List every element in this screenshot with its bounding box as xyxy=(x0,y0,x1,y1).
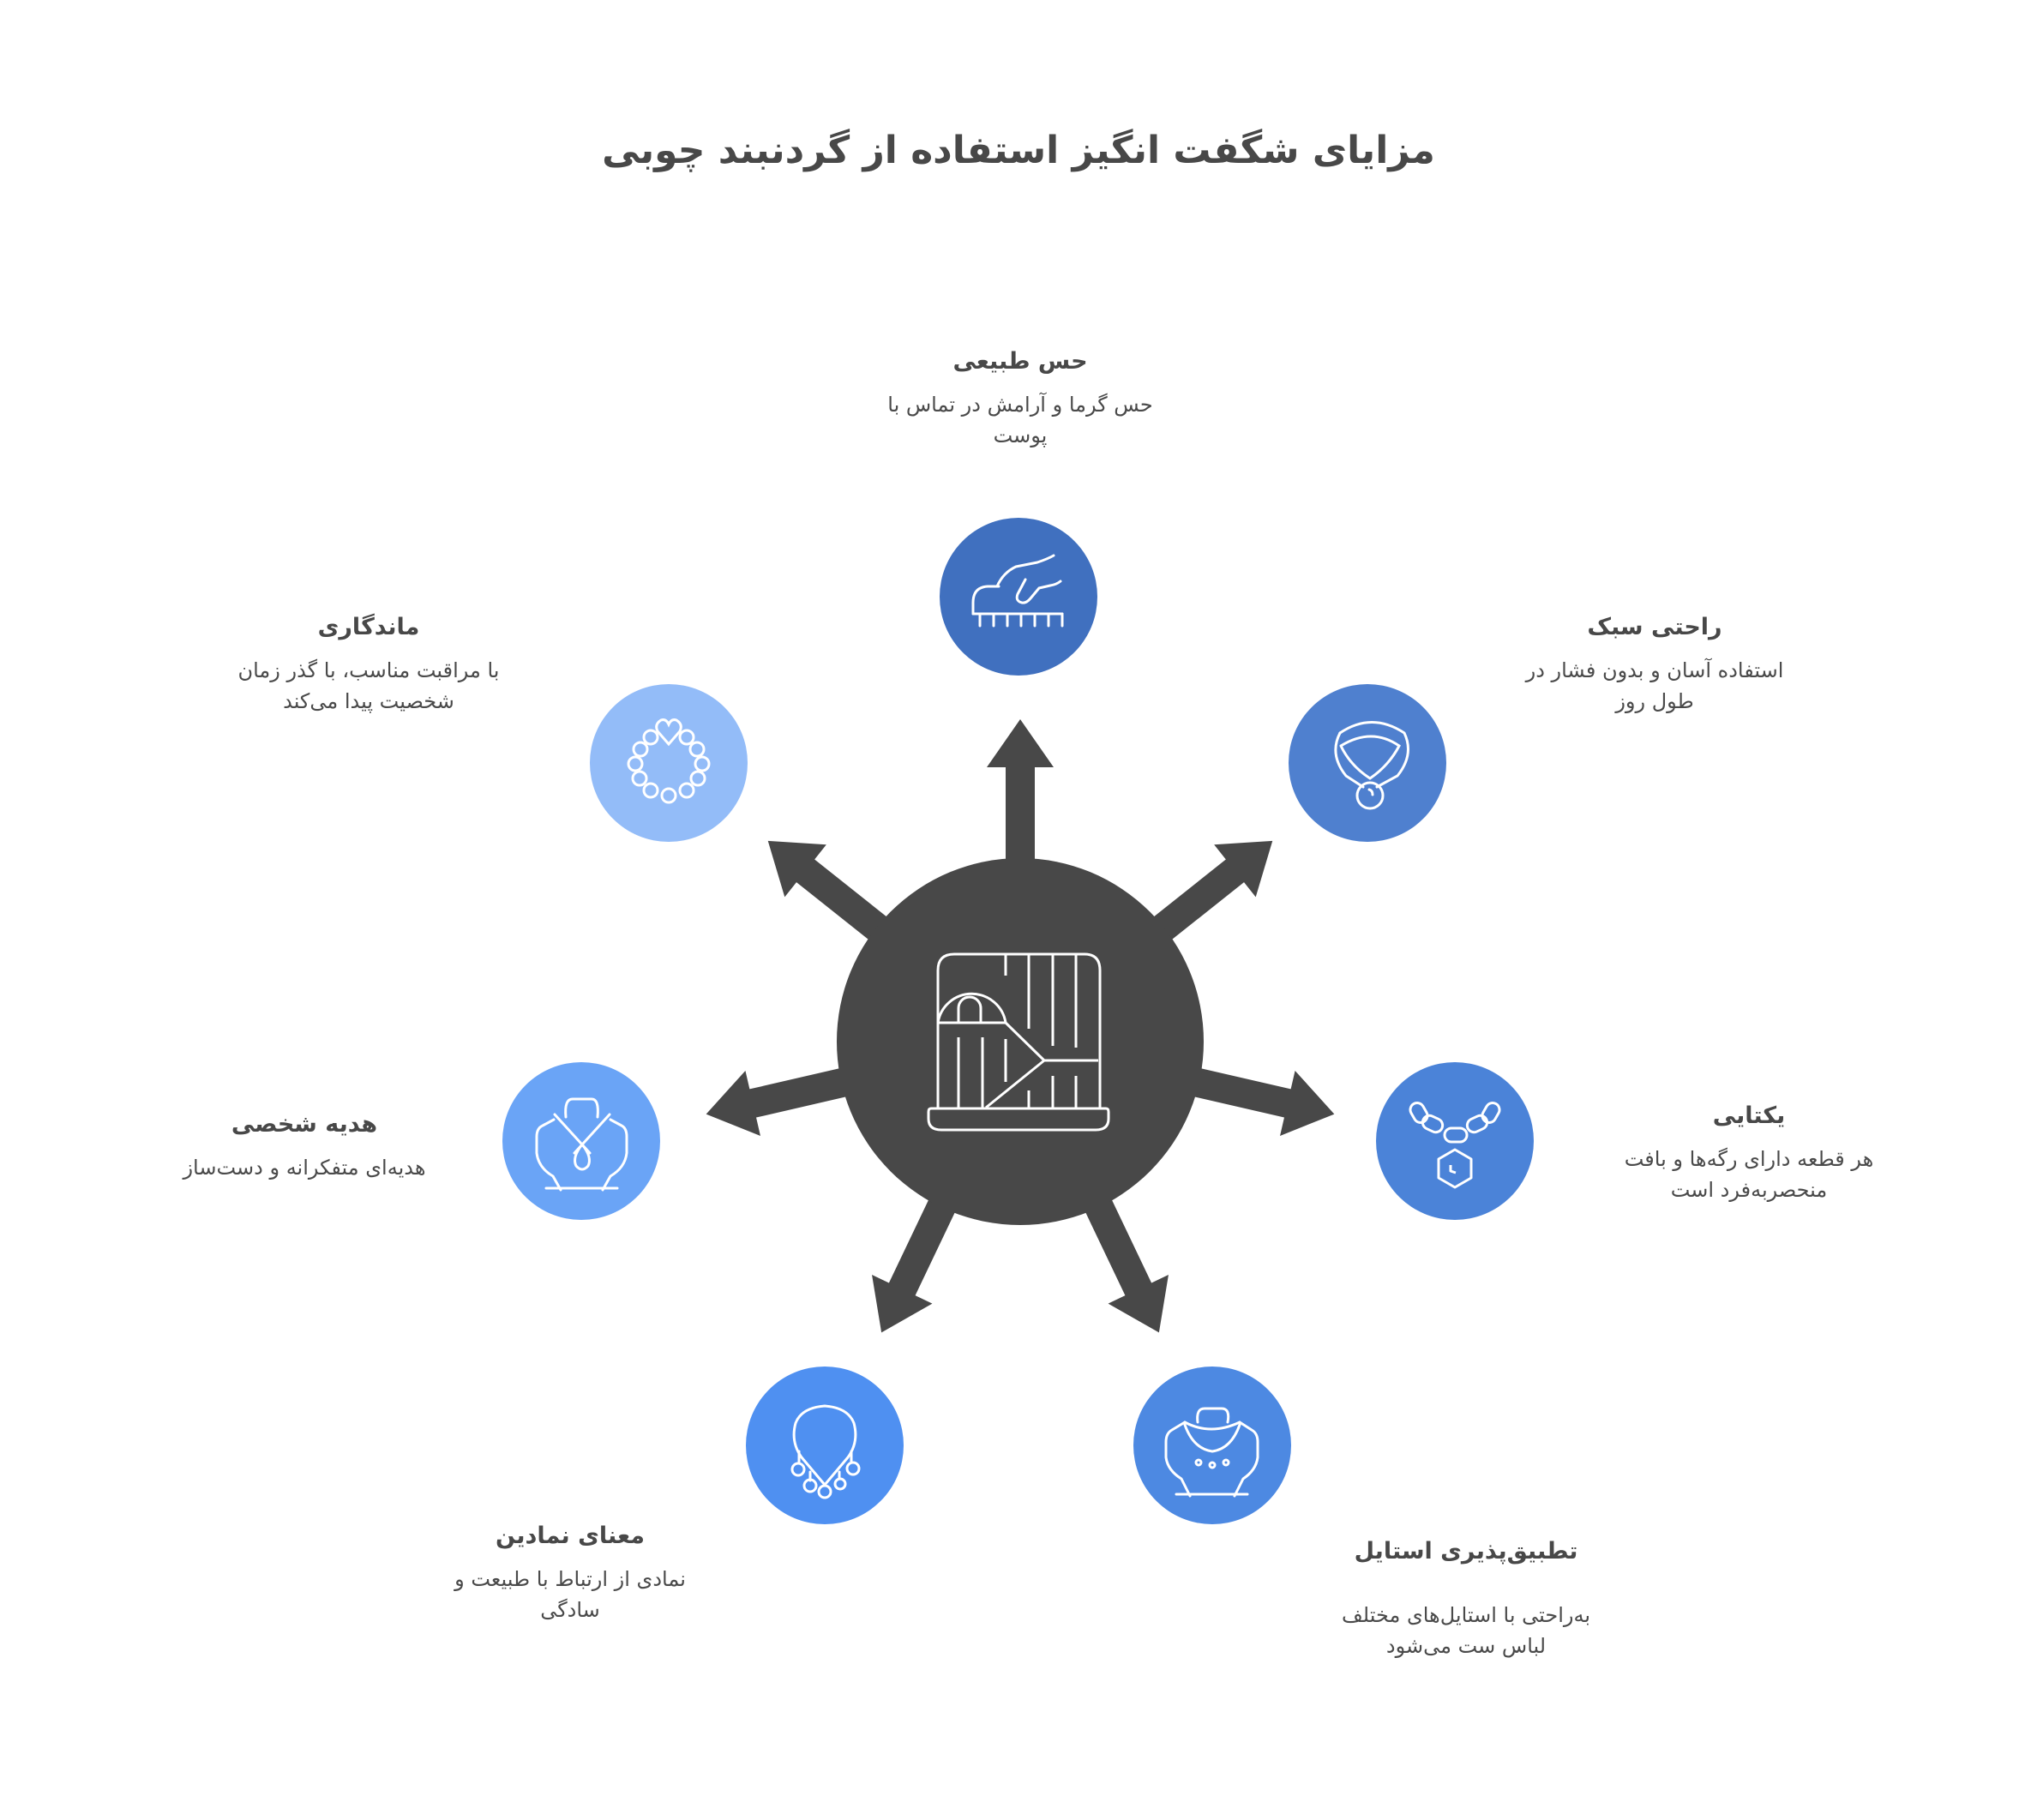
node-personal-gift[interactable] xyxy=(502,1062,660,1220)
label-natural-feel: حس طبیعی حس گرما و آرامش در تماس با پوست xyxy=(874,345,1166,451)
heart-bead-bracelet-icon xyxy=(627,718,711,804)
node-uniqueness[interactable] xyxy=(1376,1062,1534,1220)
label-title: راحتی سبک xyxy=(1587,614,1722,640)
label-description: با مراقبت مناسب، با گذر زمان شخصیت پیدا … xyxy=(237,658,500,713)
chain-hexagon-icon xyxy=(1409,1102,1501,1189)
node-durability[interactable] xyxy=(590,684,748,842)
label-description: نمادی از ارتباط با طبیعت و سادگی xyxy=(454,1567,686,1622)
label-personal-gift: هدیه شخصی هدیه‌ای متفکرانه و دست‌ساز xyxy=(171,1108,437,1183)
label-title: تطبیق‌پذیری استایل xyxy=(1354,1538,1578,1565)
pendant-collar-icon xyxy=(1334,721,1409,810)
label-title: یکتایی xyxy=(1712,1102,1786,1129)
label-title: حس طبیعی xyxy=(952,348,1088,375)
node-natural-feel[interactable] xyxy=(940,518,1097,676)
label-lightweight-comfort: راحتی سبک استفاده آسان و بدون فشار در طو… xyxy=(1517,610,1792,717)
label-symbolic-meaning: معنای نمادین نمادی از ارتباط با طبیعت و … xyxy=(437,1519,703,1625)
bust-necklace-icon xyxy=(1164,1407,1259,1498)
hub xyxy=(837,858,1204,1225)
label-durability: ماندگاری با مراقبت مناسب، با گذر زمان شخ… xyxy=(227,610,510,717)
label-title: معنای نمادین xyxy=(496,1523,645,1549)
label-description: حس گرما و آرامش در تماس با پوست xyxy=(887,393,1153,447)
label-title: ماندگاری xyxy=(317,614,420,640)
charm-necklace-icon xyxy=(790,1404,861,1499)
label-description: به‌راحتی با استایل‌های مختلف لباس ست می‌… xyxy=(1341,1603,1591,1658)
diagram-title: مزایای شگفت انگیز استفاده از گردنبند چوب… xyxy=(602,129,1435,172)
node-style-adaptability[interactable] xyxy=(1133,1367,1291,1524)
label-style-adaptability: تطبیق‌پذیری استایل به‌راحتی با استایل‌ها… xyxy=(1329,1535,1603,1661)
bust-drop-pendant-icon xyxy=(535,1097,628,1192)
label-description: استفاده آسان و بدون فشار در طول روز xyxy=(1525,658,1784,713)
node-symbolic-meaning[interactable] xyxy=(746,1367,904,1524)
label-description: هر قطعه دارای رگه‌ها و بافت منحصربه‌فرد … xyxy=(1624,1147,1874,1202)
label-uniqueness: یکتایی هر قطعه دارای رگه‌ها و بافت منحصر… xyxy=(1603,1099,1895,1205)
label-title: هدیه شخصی xyxy=(231,1111,378,1138)
node-lightweight-comfort[interactable] xyxy=(1289,684,1446,842)
wooden-box-icon xyxy=(927,952,1110,1132)
label-description: هدیه‌ای متفکرانه و دست‌ساز xyxy=(183,1156,426,1180)
hand-touch-icon xyxy=(971,554,1064,628)
